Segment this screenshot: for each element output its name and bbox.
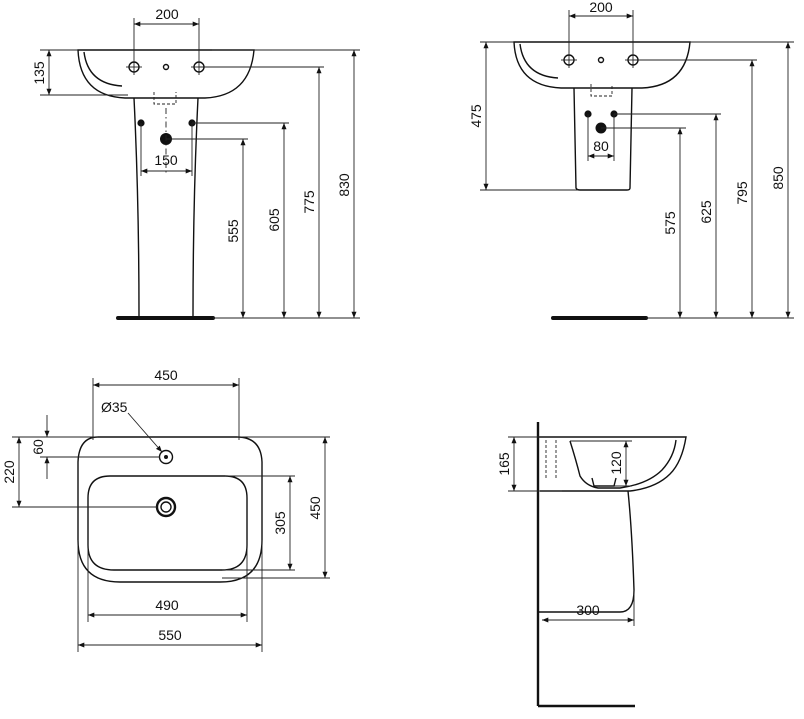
basin-inner-profile [569, 439, 677, 489]
dim-tap-spacing: 200 [589, 0, 613, 15]
dim-outer-width: 450 [154, 367, 178, 383]
dim-tap-spacing: 200 [155, 6, 179, 22]
basin-outline [77, 49, 255, 99]
dim-waste-height: 575 [662, 211, 678, 235]
dim-total-width: 550 [158, 627, 182, 643]
basin-outer-outline [77, 436, 263, 583]
dim-supply-height: 605 [266, 208, 282, 232]
dim-total-height: 830 [336, 173, 352, 197]
semi-pedestal-front-view: 200 475 80 575 625 795 850 [468, 0, 794, 320]
dim-waste-spacing: 80 [593, 138, 609, 154]
dim-total-height: 850 [770, 166, 786, 190]
basin-inner-line [519, 43, 559, 79]
basin-inner-line [83, 51, 123, 87]
dim-bowl-width: 490 [155, 597, 179, 613]
waste-outlet [591, 477, 617, 487]
dim-rim-height: 165 [496, 452, 512, 476]
dim-hole-offset: 60 [30, 439, 46, 455]
dim-bowl-depth: 305 [272, 511, 288, 535]
basin-outline [513, 41, 691, 89]
dim-supply-height: 625 [698, 200, 714, 224]
semi-pedestal-profile [538, 490, 635, 613]
tap-hole [158, 449, 174, 465]
overflow-hole [162, 63, 170, 71]
bowl-outline [87, 475, 248, 571]
dim-hole-diameter: Ø35 [101, 399, 128, 415]
plan-view: 450 Ø35 60 220 305 450 490 550 [1, 367, 330, 652]
basin-profile [538, 436, 687, 492]
dim-tap-height: 795 [734, 181, 750, 205]
dim-bowl-height: 120 [608, 451, 624, 475]
dim-depth: 450 [307, 496, 323, 520]
waste-outlet-hidden [590, 84, 613, 97]
dim-basin-depth: 475 [468, 104, 484, 128]
dim-projection: 300 [576, 602, 600, 618]
dim-waste-spacing: 150 [154, 152, 178, 168]
side-view: 165 120 300 [496, 422, 687, 708]
dim-waste-offset: 220 [1, 460, 17, 484]
dim-waste-height: 555 [225, 219, 241, 243]
semi-pedestal-outline [573, 87, 633, 191]
dim-basin-height: 135 [31, 61, 47, 85]
overflow-hole [597, 56, 605, 64]
waste-outlet-hidden [153, 92, 177, 105]
waste-hole [155, 496, 177, 518]
dim-tap-height: 775 [301, 190, 317, 214]
pedestal-front-view: 200 135 150 555 605 775 830 [31, 6, 360, 320]
